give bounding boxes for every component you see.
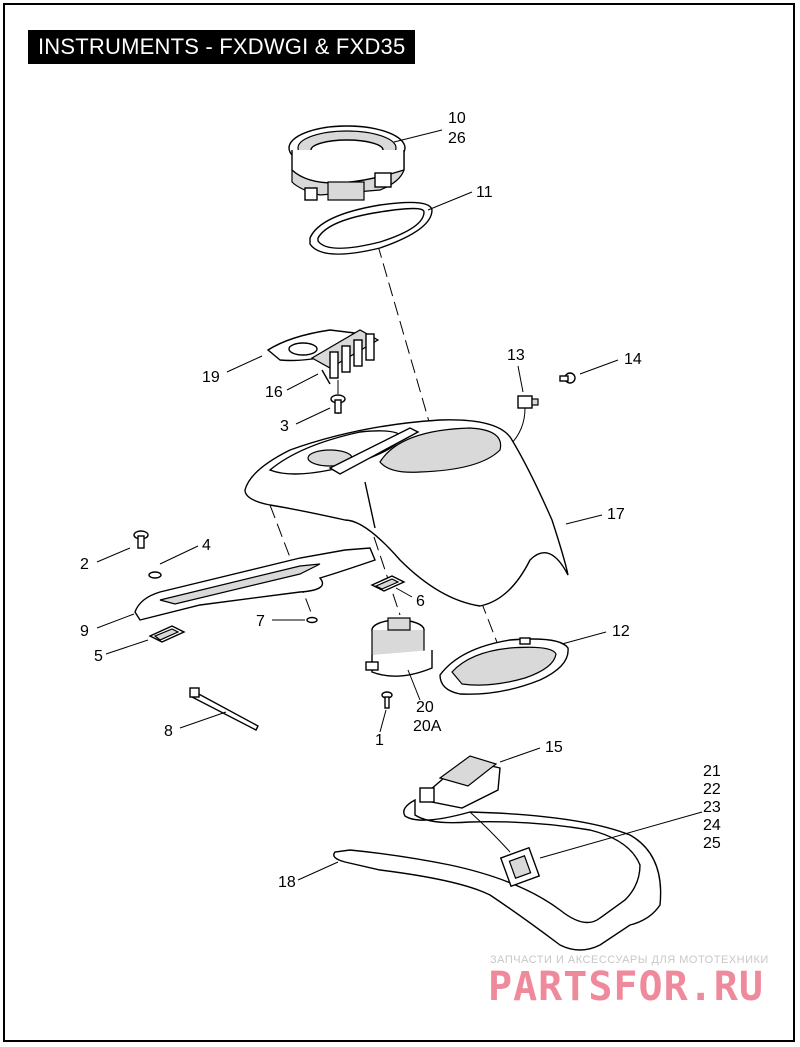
callout-16: 16	[265, 384, 283, 401]
clip-nut-6-part[interactable]	[370, 575, 406, 592]
callout-26: 26	[448, 130, 466, 147]
callout-24: 24	[703, 817, 721, 834]
title-bar: INSTRUMENTS - FXDWGI & FXD35	[28, 30, 416, 64]
callout-2: 2	[80, 556, 89, 573]
callout-20a: 20A	[413, 718, 442, 735]
watermark: ЗАПЧАСТИ И АКСЕССУАРЫ ДЛЯ МОТОТЕХНИКИ PA…	[488, 954, 769, 1010]
switch-housing-part[interactable]	[419, 755, 501, 809]
connector-13-part[interactable]	[509, 395, 539, 446]
callout-20: 20	[416, 699, 434, 716]
callout-22: 22	[703, 781, 721, 798]
screw-14-part[interactable]	[559, 372, 576, 384]
callout-15: 15	[545, 739, 563, 756]
callout-7: 7	[256, 613, 265, 630]
diagram-frame	[3, 3, 795, 1042]
leader-lines	[96, 129, 703, 881]
callout-3: 3	[280, 418, 289, 435]
cable-strap-part[interactable]	[189, 687, 259, 731]
bracket-9-part[interactable]	[134, 547, 376, 621]
screw-1-part[interactable]	[381, 691, 393, 709]
callout-14: 14	[624, 351, 642, 368]
callout-labels: 10 26 11 19 16 3 13 14 17 2 4 9 6 7 5 12…	[80, 110, 721, 891]
screw-3-part[interactable]	[330, 394, 346, 414]
watermark-tagline: ЗАПЧАСТИ И АКСЕССУАРЫ ДЛЯ МОТОТЕХНИКИ	[490, 954, 769, 966]
callout-17: 17	[607, 506, 625, 523]
diagram-title: INSTRUMENTS - FXDWGI & FXD35	[38, 34, 406, 59]
gasket-ring-part[interactable]	[309, 201, 433, 255]
callout-18: 18	[278, 874, 296, 891]
callout-10: 10	[448, 110, 466, 127]
callout-1: 1	[375, 732, 384, 749]
wiring-harness-part[interactable]	[333, 798, 662, 951]
callout-23: 23	[703, 799, 721, 816]
callout-19: 19	[202, 369, 220, 386]
callout-12: 12	[612, 623, 630, 640]
callout-13: 13	[507, 347, 525, 364]
washer-7-part[interactable]	[306, 616, 318, 624]
trim-bezel-part[interactable]	[439, 637, 569, 695]
callout-6: 6	[416, 593, 425, 610]
ignition-switch-part[interactable]	[365, 617, 433, 677]
screw-2-part[interactable]	[133, 530, 149, 549]
callout-8: 8	[164, 723, 173, 740]
watermark-brand: PARTSFOR.RU	[488, 964, 764, 1010]
callout-21: 21	[703, 763, 721, 780]
indicator-lamp-part[interactable]	[310, 329, 380, 385]
callout-4: 4	[202, 537, 211, 554]
callout-9: 9	[80, 623, 89, 640]
clip-nut-5-part[interactable]	[148, 625, 186, 643]
washer-4-part[interactable]	[148, 571, 162, 579]
callout-5: 5	[94, 648, 103, 665]
speedometer-part[interactable]	[288, 125, 406, 201]
console-housing-part[interactable]	[244, 419, 569, 607]
callout-25: 25	[703, 835, 721, 852]
callout-11: 11	[476, 184, 493, 201]
